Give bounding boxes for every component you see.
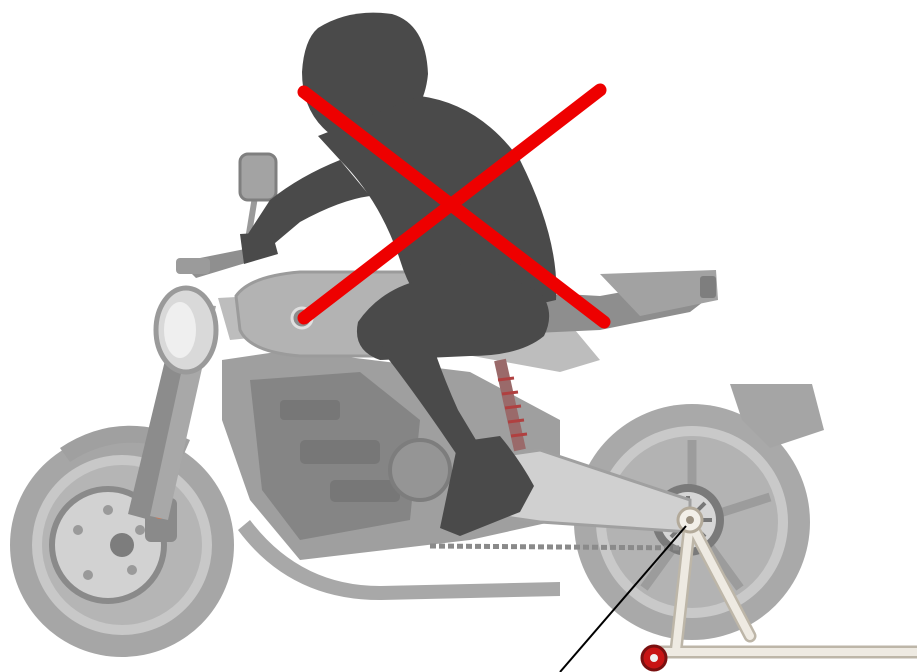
headlight — [156, 288, 216, 372]
mirror — [240, 154, 276, 200]
front-wheel — [10, 433, 234, 657]
drive-chain — [430, 546, 690, 548]
